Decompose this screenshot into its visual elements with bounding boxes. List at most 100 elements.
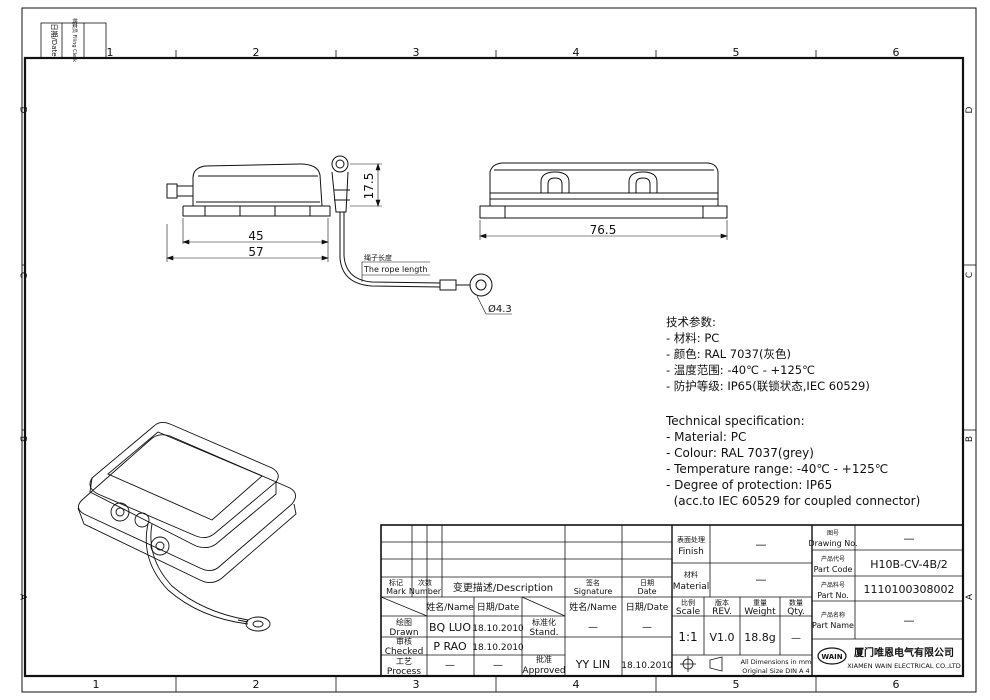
tb-approved-date: 18.10.2010 [621,661,673,671]
col-label-top-1: 1 [107,46,114,59]
col-label-top-2: 2 [253,46,260,59]
tb-signature-cn: 签名 [586,578,600,587]
row-labels-right: D C B A [965,106,975,600]
dim-total-length: 57 [248,245,263,259]
company-name-cn: 厦门唯恩电气有限公司 [854,646,954,659]
tb-checked-date: 18.10.2010 [472,643,524,653]
tb-finish-cn: 表面处理 [677,535,705,544]
tb-material-en: Material [673,582,710,592]
isometric-view [77,421,297,632]
outer-frame [21,7,977,693]
tb-scale-cn: 比例 [681,598,695,607]
spec-en-line: - Degree of protection: IP65 [666,478,833,492]
tb-drawing-no-en: Drawing No. [808,539,857,548]
row-label-left-C: C [18,272,28,278]
dim-front-length: 76.5 [590,223,617,237]
col-label-bottom-2: 2 [253,678,260,691]
spec-en-line: - Temperature range: -40℃ - +125℃ [666,462,889,476]
tb-drawing-no-cn: 图号 [827,530,839,537]
company-logo: WAIN 厦门唯恩电气有限公司 XIAMEN WAIN ELECTRICAL C… [817,646,961,670]
tb-mark-en: Mark [386,587,406,596]
tb-weight-cn: 重量 [753,599,767,607]
dim-rope-cn: 绳子长度 [364,253,392,262]
filing-clerk-label: 档案员 Filing Clerk [71,18,78,62]
dim-rope-en: The rope length [363,265,427,274]
tb-stand-date: — [642,622,652,633]
tb-drawing-no-value: — [904,532,915,545]
tb-number-en: Number [409,587,442,596]
tb-rev-value: V1.0 [709,631,734,644]
col-label-top-6: 6 [893,46,900,59]
tb-drawn-date: 18.10.2010 [472,624,524,634]
tb-date-cn: 日期 [640,579,654,587]
tb-stand-cn: 标准化 [532,617,556,627]
tb-mark-cn: 标记 [389,578,403,587]
col-label-bottom-1: 1 [93,678,100,691]
col-label-bottom-5: 5 [733,678,740,691]
tb-approved-name: YY LIN [575,658,611,671]
tb-part-no-cn: 产品料号 [821,581,845,589]
spec-cn-line: - 温度范围: -40℃ - +125℃ [666,363,815,377]
tb-part-name-en: Part Name [812,621,854,630]
spec-en-title: Technical specification: [666,414,805,428]
front-view [479,162,728,219]
spec-en-block: Technical specification: - Material: PC … [666,413,920,509]
tb-part-code-en: Part Code [814,565,853,574]
tb-drawn-en: Drawn [389,628,418,638]
tb-process-date: — [493,660,503,671]
row-label-left-D: D [18,107,28,114]
title-block-text: 标记 Mark 次数 Number 变更描述/Description 签名 Si… [385,530,955,677]
tb-weight-value: 18.8g [744,631,775,644]
col-label-bottom-4: 4 [573,678,580,691]
dim-height: 17.5 [362,173,376,200]
tb-part-code-value: H10B-CV-4B/2 [870,558,948,571]
col-label-top-3: 3 [413,46,420,59]
spec-en-line: (acc.to IEC 60529 for coupled connector) [666,494,921,508]
row-label-right-C: C [965,272,975,278]
spec-cn-line: - 材料: PC [666,331,720,345]
filing-box: 日期/Date 档案员 Filing Clerk [40,18,107,62]
tb-drawn-name: BQ LUO [429,621,471,634]
title-block-grid [380,524,964,677]
tb-checked-cn: 审核 [396,636,412,646]
company-name-en: XIAMEN WAIN ELECTRICAL CO.,LTD [847,662,961,670]
col-label-top-5: 5 [733,46,740,59]
row-label-left-A: A [18,594,28,601]
company-logo-text: WAIN [821,653,842,661]
tb-original-size: Original Size DIN A 4 [742,667,809,675]
column-labels-top: 1 2 3 4 5 6 [107,46,900,59]
tb-signature-en: Signature [574,587,613,596]
col-label-top-4: 4 [573,46,580,59]
tb-weight-en: Weight [744,607,776,617]
spec-cn-line: - 颜色: RAL 7037(灰色) [666,347,792,361]
dim-hole: Ø4.3 [488,303,512,315]
column-ticks [22,50,976,692]
tb-stand-en: Stand. [529,628,558,638]
tb-finish-en: Finish [678,547,704,557]
tb-rev-cn: 版本 [715,598,729,607]
side-view [166,155,493,297]
tb-description: 变更描述/Description [453,581,553,594]
spec-cn-line: - 防护等级: IP65(联锁状态,IEC 60529) [666,379,870,393]
tb-part-name-cn: 产品名称 [821,611,845,619]
tb-material-value: — [756,573,767,586]
tb-qty-en: Qty. [787,607,805,617]
spec-en-line: - Material: PC [666,430,747,444]
tb-checked-en: Checked [385,647,424,657]
tb-date-header: 日期/Date [477,602,520,613]
tb-approved-cn: 批准 [536,654,552,664]
tb-stand-name: — [588,622,598,633]
column-labels-bottom: 1 2 3 4 5 6 [93,678,900,691]
tb-qty-cn: 数量 [789,598,803,607]
side-view-dimensions [166,163,512,315]
tb-part-name-value: — [904,614,915,627]
spec-cn-block: 技术参数: - 材料: PC - 颜色: RAL 7037(灰色) - 温度范围… [666,314,870,394]
dim-inner-length: 45 [248,229,263,243]
row-label-right-A: A [965,593,975,600]
tb-part-no-value: 1110100308002 [864,583,955,596]
filing-date-label: 日期/Date [50,23,58,56]
tb-name-header-2: 姓名/Name [569,601,617,613]
projection-symbol [680,656,723,672]
tb-all-dims: All Dimensions in mm [741,658,812,666]
